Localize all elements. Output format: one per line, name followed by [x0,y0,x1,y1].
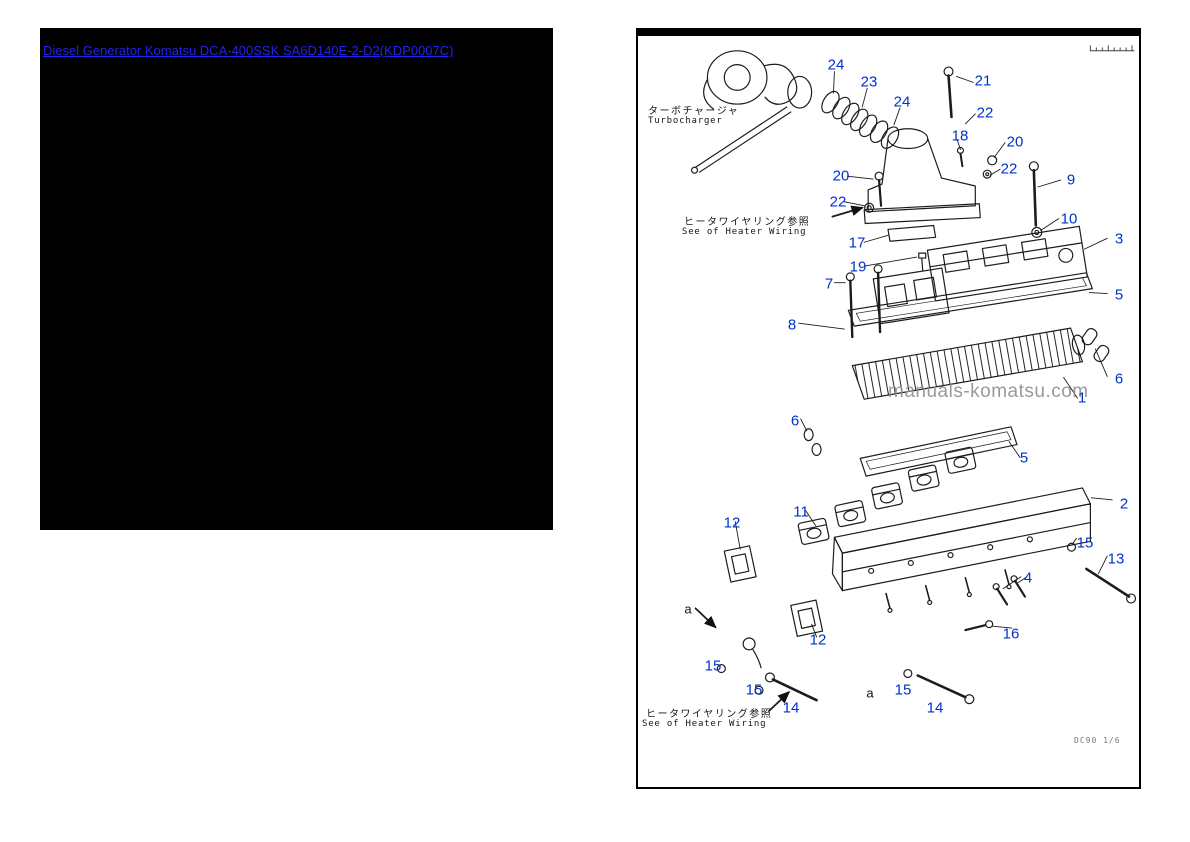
turbocharger-drawing [690,50,813,174]
heater-wiring-label-jp: ヒータワイヤリング参照 [684,217,811,228]
heater-wiring-label-en: See of Heater Wiring [682,227,807,237]
heater-wiring-label-2-en: See of Heater Wiring [642,719,767,729]
turbocharger-label-en: Turbocharger [648,116,723,126]
flange-gaskets-drawing [723,545,824,637]
scale-ruler-icon [1089,45,1135,52]
lower-gasket-drawing [859,426,1018,477]
parts-page-link[interactable]: Diesel Generator Komatsu DCA-400SSK SA6D… [43,43,454,58]
left-panel: Diesel Generator Komatsu DCA-400SSK SA6D… [40,28,553,530]
watermark: manuals-komatsu.com [888,381,1089,402]
turbocharger-label-jp: ターボチャージャ [648,106,740,117]
heater-wiring-label-2-jp: ヒータワイヤリング参照 [646,709,773,720]
hose-and-clamps-drawing [821,90,900,149]
reference-arrows [694,205,864,712]
leader-lines [734,71,1113,638]
drawing-number: DC90 1/6 [1074,736,1121,745]
fasteners-drawing [716,66,1137,705]
exhaust-pipe-drawing [831,487,1091,613]
connector-blocks-drawing [797,446,977,545]
exploded-view-artwork [690,45,1137,712]
upper-gasket-drawing [847,272,1093,327]
parts-diagram-panel: ターボチャージャ Turbocharger ヒータワイヤリング参照 See of… [636,28,1141,789]
